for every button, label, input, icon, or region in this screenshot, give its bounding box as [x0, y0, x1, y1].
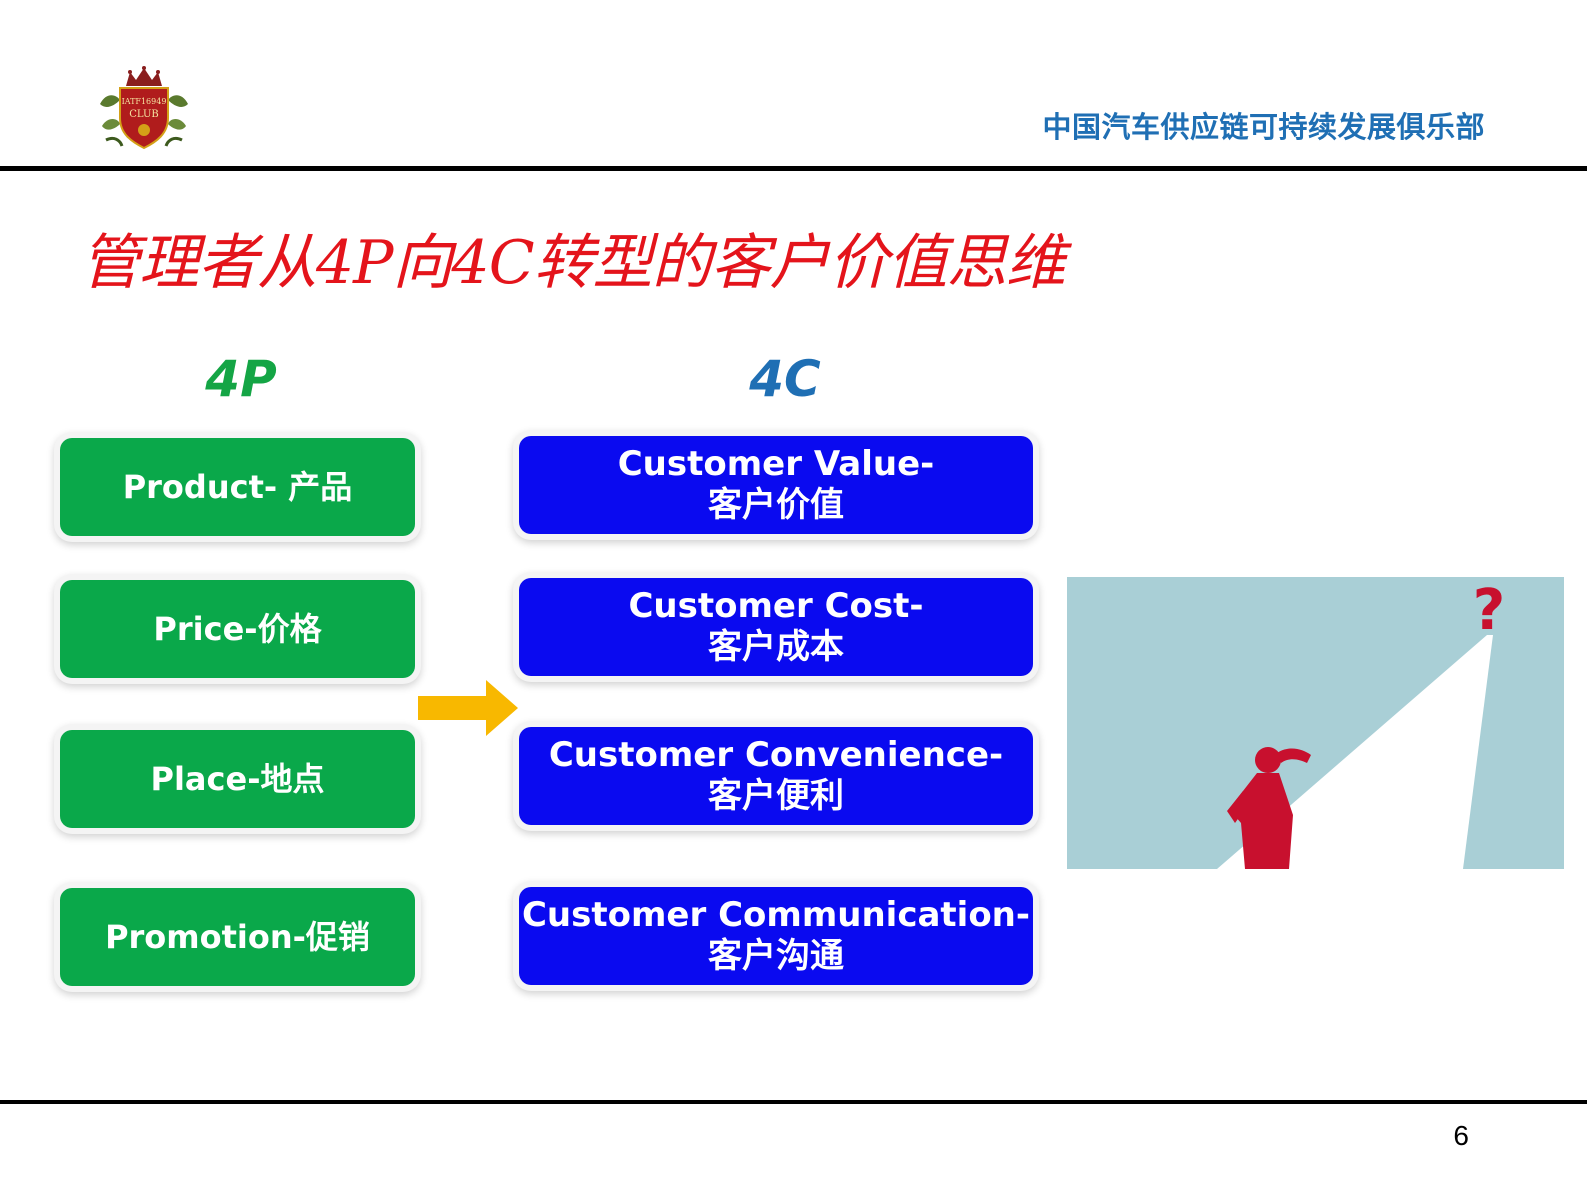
box-4c-convenience: Customer Convenience- 客户便利 — [519, 727, 1033, 825]
box-line-2: 客户沟通 — [708, 936, 844, 976]
box-4p-product: Product- 产品 — [60, 438, 415, 536]
box-line-1: Customer Value- — [617, 444, 935, 485]
heading-4p: 4P — [205, 350, 277, 408]
person-figure — [1227, 747, 1311, 869]
box-4p-promotion: Promotion-促销 — [60, 888, 415, 986]
right-arrow-icon — [418, 680, 518, 736]
box-line-2: 客户成本 — [708, 627, 844, 667]
box-label: Price-价格 — [153, 609, 322, 648]
heading-4c: 4C — [749, 350, 821, 408]
logo-text-1: IATF16949 — [122, 97, 167, 106]
box-4p-price: Price-价格 — [60, 580, 415, 678]
club-logo: IATF16949 CLUB — [100, 66, 188, 150]
box-4c-value: Customer Value- 客户价值 — [519, 436, 1033, 534]
box-line-1: Customer Convenience- — [548, 735, 1004, 776]
logo-text-2: CLUB — [129, 109, 159, 120]
thinking-person-illustration: ? — [1067, 577, 1564, 869]
page-number: 6 — [1453, 1120, 1469, 1151]
footer-divider — [0, 1100, 1587, 1104]
box-line-1: Customer Communication- — [521, 895, 1030, 936]
box-line-2: 客户便利 — [708, 776, 844, 816]
organization-name: 中国汽车供应链可持续发展俱乐部 — [1042, 110, 1485, 144]
box-label: Product- 产品 — [122, 467, 353, 506]
slide-title: 管理者从4P向4C转型的客户价值思维 — [80, 228, 1066, 298]
box-label: Place-地点 — [150, 759, 325, 798]
question-mark-icon: ? — [1473, 578, 1505, 643]
box-line-1: Customer Cost- — [628, 586, 924, 627]
box-4c-cost: Customer Cost- 客户成本 — [519, 578, 1033, 676]
box-label: Promotion-促销 — [105, 917, 370, 956]
box-4c-communication: Customer Communication- 客户沟通 — [519, 887, 1033, 985]
box-line-2: 客户价值 — [708, 485, 844, 525]
box-4p-place: Place-地点 — [60, 730, 415, 828]
header-divider — [0, 166, 1587, 171]
